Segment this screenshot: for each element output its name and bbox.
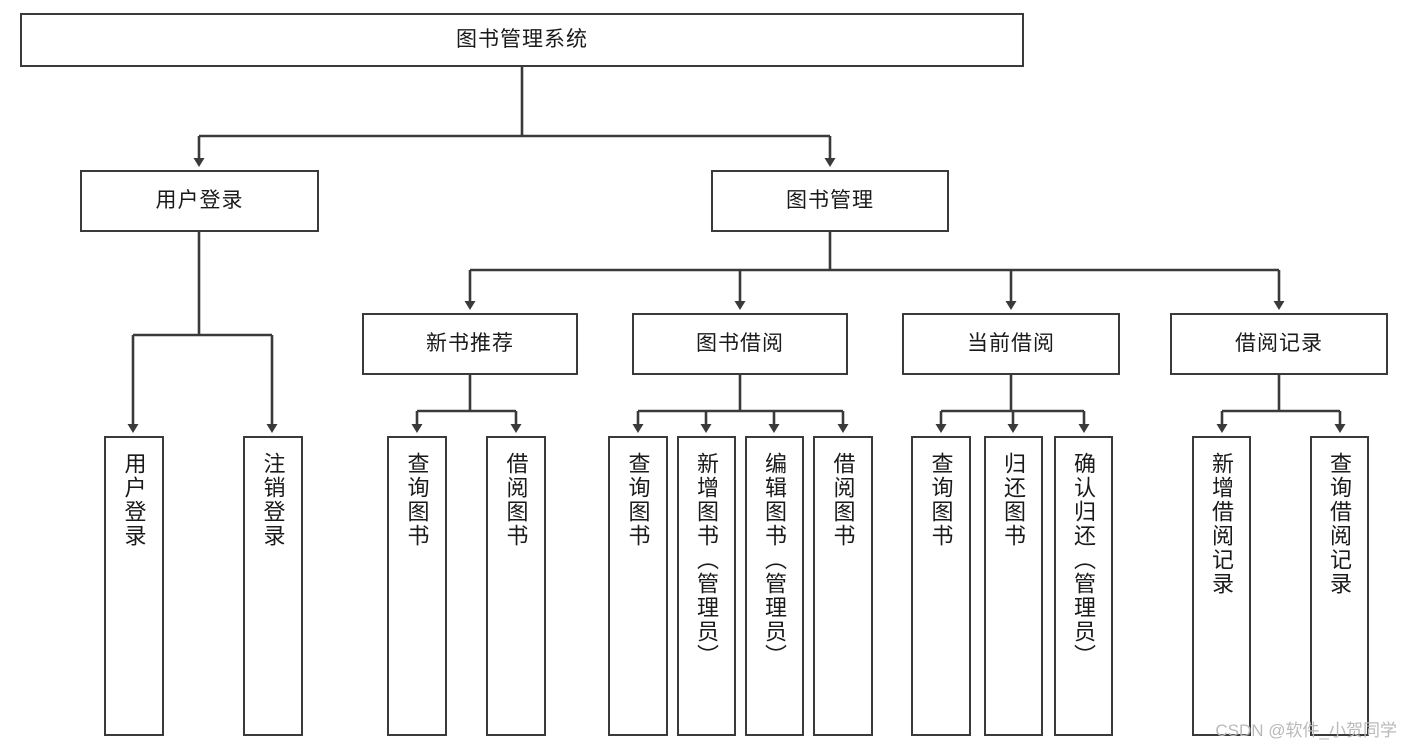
node-level2-1[interactable]: 图书管理 [711,170,949,232]
node-leaf-2-label: 查询图书 [404,452,430,548]
node-leaf-3[interactable]: 借阅图书 [486,436,546,736]
node-leaf-9[interactable]: 归还图书 [984,436,1043,736]
node-leaf-4[interactable]: 查询图书 [608,436,668,736]
node-leaf-12[interactable]: 查询借阅记录 [1310,436,1369,736]
node-leaf-5-label: 新增图书（管理员） [694,452,720,668]
node-leaf-7-label: 借阅图书 [830,452,856,548]
node-leaf-7[interactable]: 借阅图书 [813,436,873,736]
node-level2-1-label: 图书管理 [786,188,874,212]
node-root-label: 图书管理系统 [456,27,588,51]
node-level3-2-label: 当前借阅 [967,331,1055,355]
node-leaf-8-label: 查询图书 [928,452,954,548]
node-level3-1-label: 图书借阅 [696,331,784,355]
node-leaf-1[interactable]: 注销登录 [243,436,303,736]
node-leaf-1-label: 注销登录 [260,452,286,548]
node-leaf-2[interactable]: 查询图书 [387,436,447,736]
node-level3-3-label: 借阅记录 [1235,331,1323,355]
node-leaf-8[interactable]: 查询图书 [911,436,971,736]
node-level3-0-label: 新书推荐 [426,331,514,355]
node-leaf-3-label: 借阅图书 [503,452,529,548]
node-level3-0[interactable]: 新书推荐 [362,313,578,375]
node-leaf-6-label: 编辑图书（管理员） [762,452,788,668]
watermark-text: CSDN @软件_小贺同学 [1215,721,1397,740]
node-leaf-11-label: 新增借阅记录 [1209,452,1235,596]
node-root[interactable]: 图书管理系统 [20,13,1024,67]
node-leaf-4-label: 查询图书 [625,452,651,548]
node-leaf-6[interactable]: 编辑图书（管理员） [745,436,804,736]
node-leaf-10[interactable]: 确认归还（管理员） [1054,436,1113,736]
node-leaf-12-label: 查询借阅记录 [1327,452,1353,596]
node-leaf-0[interactable]: 用户登录 [104,436,164,736]
node-leaf-9-label: 归还图书 [1001,452,1027,548]
node-level2-0[interactable]: 用户登录 [80,170,319,232]
node-leaf-0-label: 用户登录 [121,452,147,548]
node-level3-1[interactable]: 图书借阅 [632,313,848,375]
node-leaf-5[interactable]: 新增图书（管理员） [677,436,736,736]
node-level3-3[interactable]: 借阅记录 [1170,313,1388,375]
node-level3-2[interactable]: 当前借阅 [902,313,1120,375]
node-leaf-11[interactable]: 新增借阅记录 [1192,436,1251,736]
node-level2-0-label: 用户登录 [155,188,244,212]
node-leaf-10-label: 确认归还（管理员） [1071,452,1097,668]
